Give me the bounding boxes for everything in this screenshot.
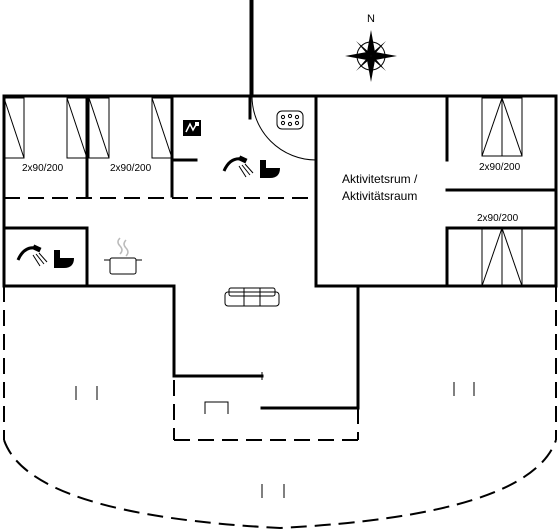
toilet-icon [260,160,280,178]
dashed-openings [3,197,557,530]
bed [151,97,173,159]
walls [2,0,558,410]
sofa-icon [224,287,280,307]
cooking-pot-icon [104,237,142,275]
bedroom-2-bed-label: 2x90/200 [110,163,152,174]
compass-north-label: N [367,13,375,25]
washing-machine-icon [183,120,201,136]
bed [3,97,25,159]
activity-room-label-line1: Aktivitetsrum / [342,172,418,186]
activity-room-label-line2: Aktivitätsraum [342,189,417,203]
compass-rose-icon [345,30,397,82]
bedroom-4-bed-label: 2x90/200 [477,213,519,224]
bed [66,97,88,159]
bedroom-1-bed-label: 2x90/200 [22,163,64,174]
beds [3,97,523,287]
shower-icon [222,155,254,178]
toilet-icon [54,250,74,268]
bed [481,97,523,157]
compass: N [345,13,397,82]
fixture-marks [75,372,475,498]
bathroom-door-swing [251,95,317,161]
shower-icon [16,244,48,267]
bed [88,97,110,159]
bedroom-3-bed-label: 2x90/200 [479,162,521,173]
whirlpool-icon [276,110,304,130]
bed [481,227,523,287]
